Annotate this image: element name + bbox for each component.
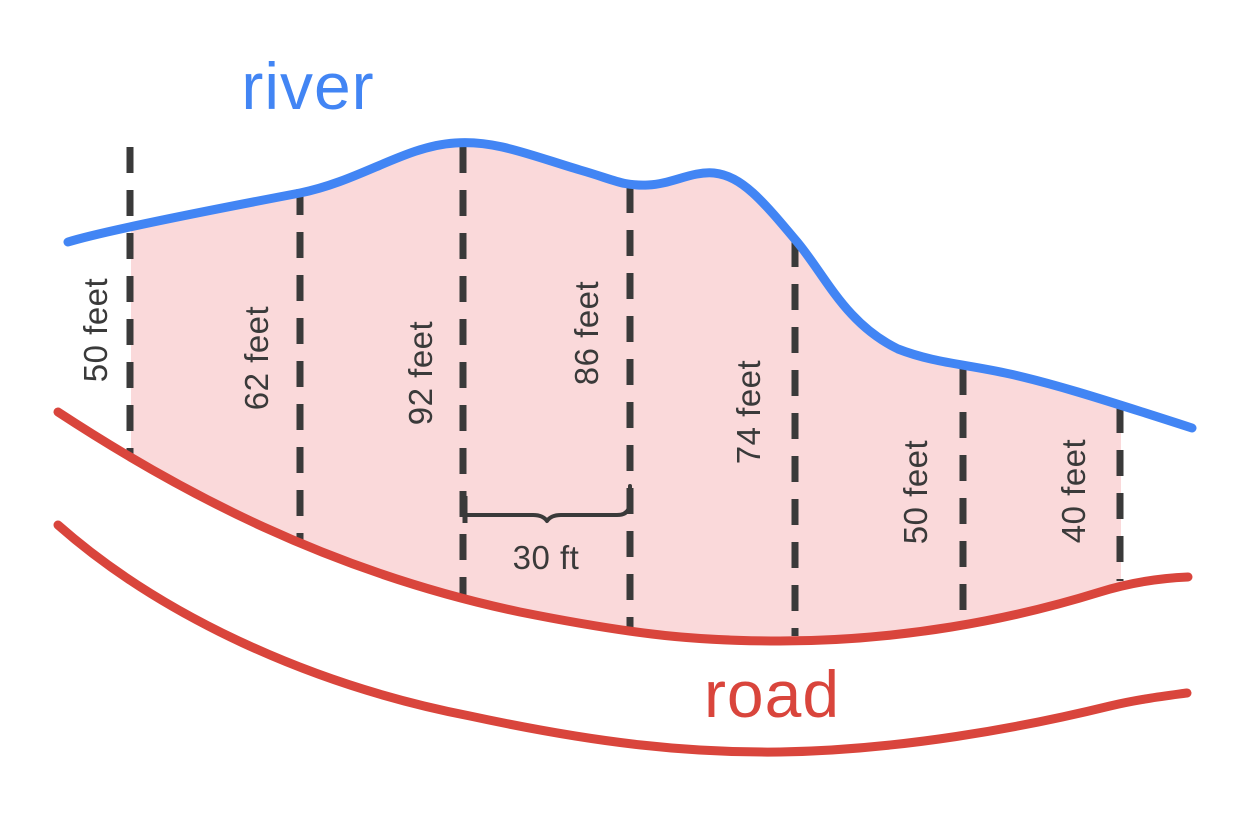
measurement-label-4: 86 feet	[568, 280, 605, 386]
road-bottom-edge	[53, 520, 1192, 757]
shaded-region	[131, 142, 1121, 641]
measurement-label-2: 62 feet	[238, 305, 275, 411]
measurement-label-7: 40 feet	[1055, 438, 1092, 544]
interval-brace	[463, 484, 632, 523]
measurement-label-1: 50 feet	[77, 277, 114, 383]
interval-label: 30 ft	[512, 539, 580, 576]
measurement-label-3: 92 feet	[402, 320, 439, 426]
road-top-edge	[53, 407, 1193, 646]
river-label: river	[241, 49, 375, 123]
measurement-label-5: 74 feet	[730, 359, 767, 465]
road-label: road	[703, 657, 841, 731]
river-curve	[63, 138, 1197, 433]
measurement-label-6: 50 feet	[897, 439, 934, 545]
